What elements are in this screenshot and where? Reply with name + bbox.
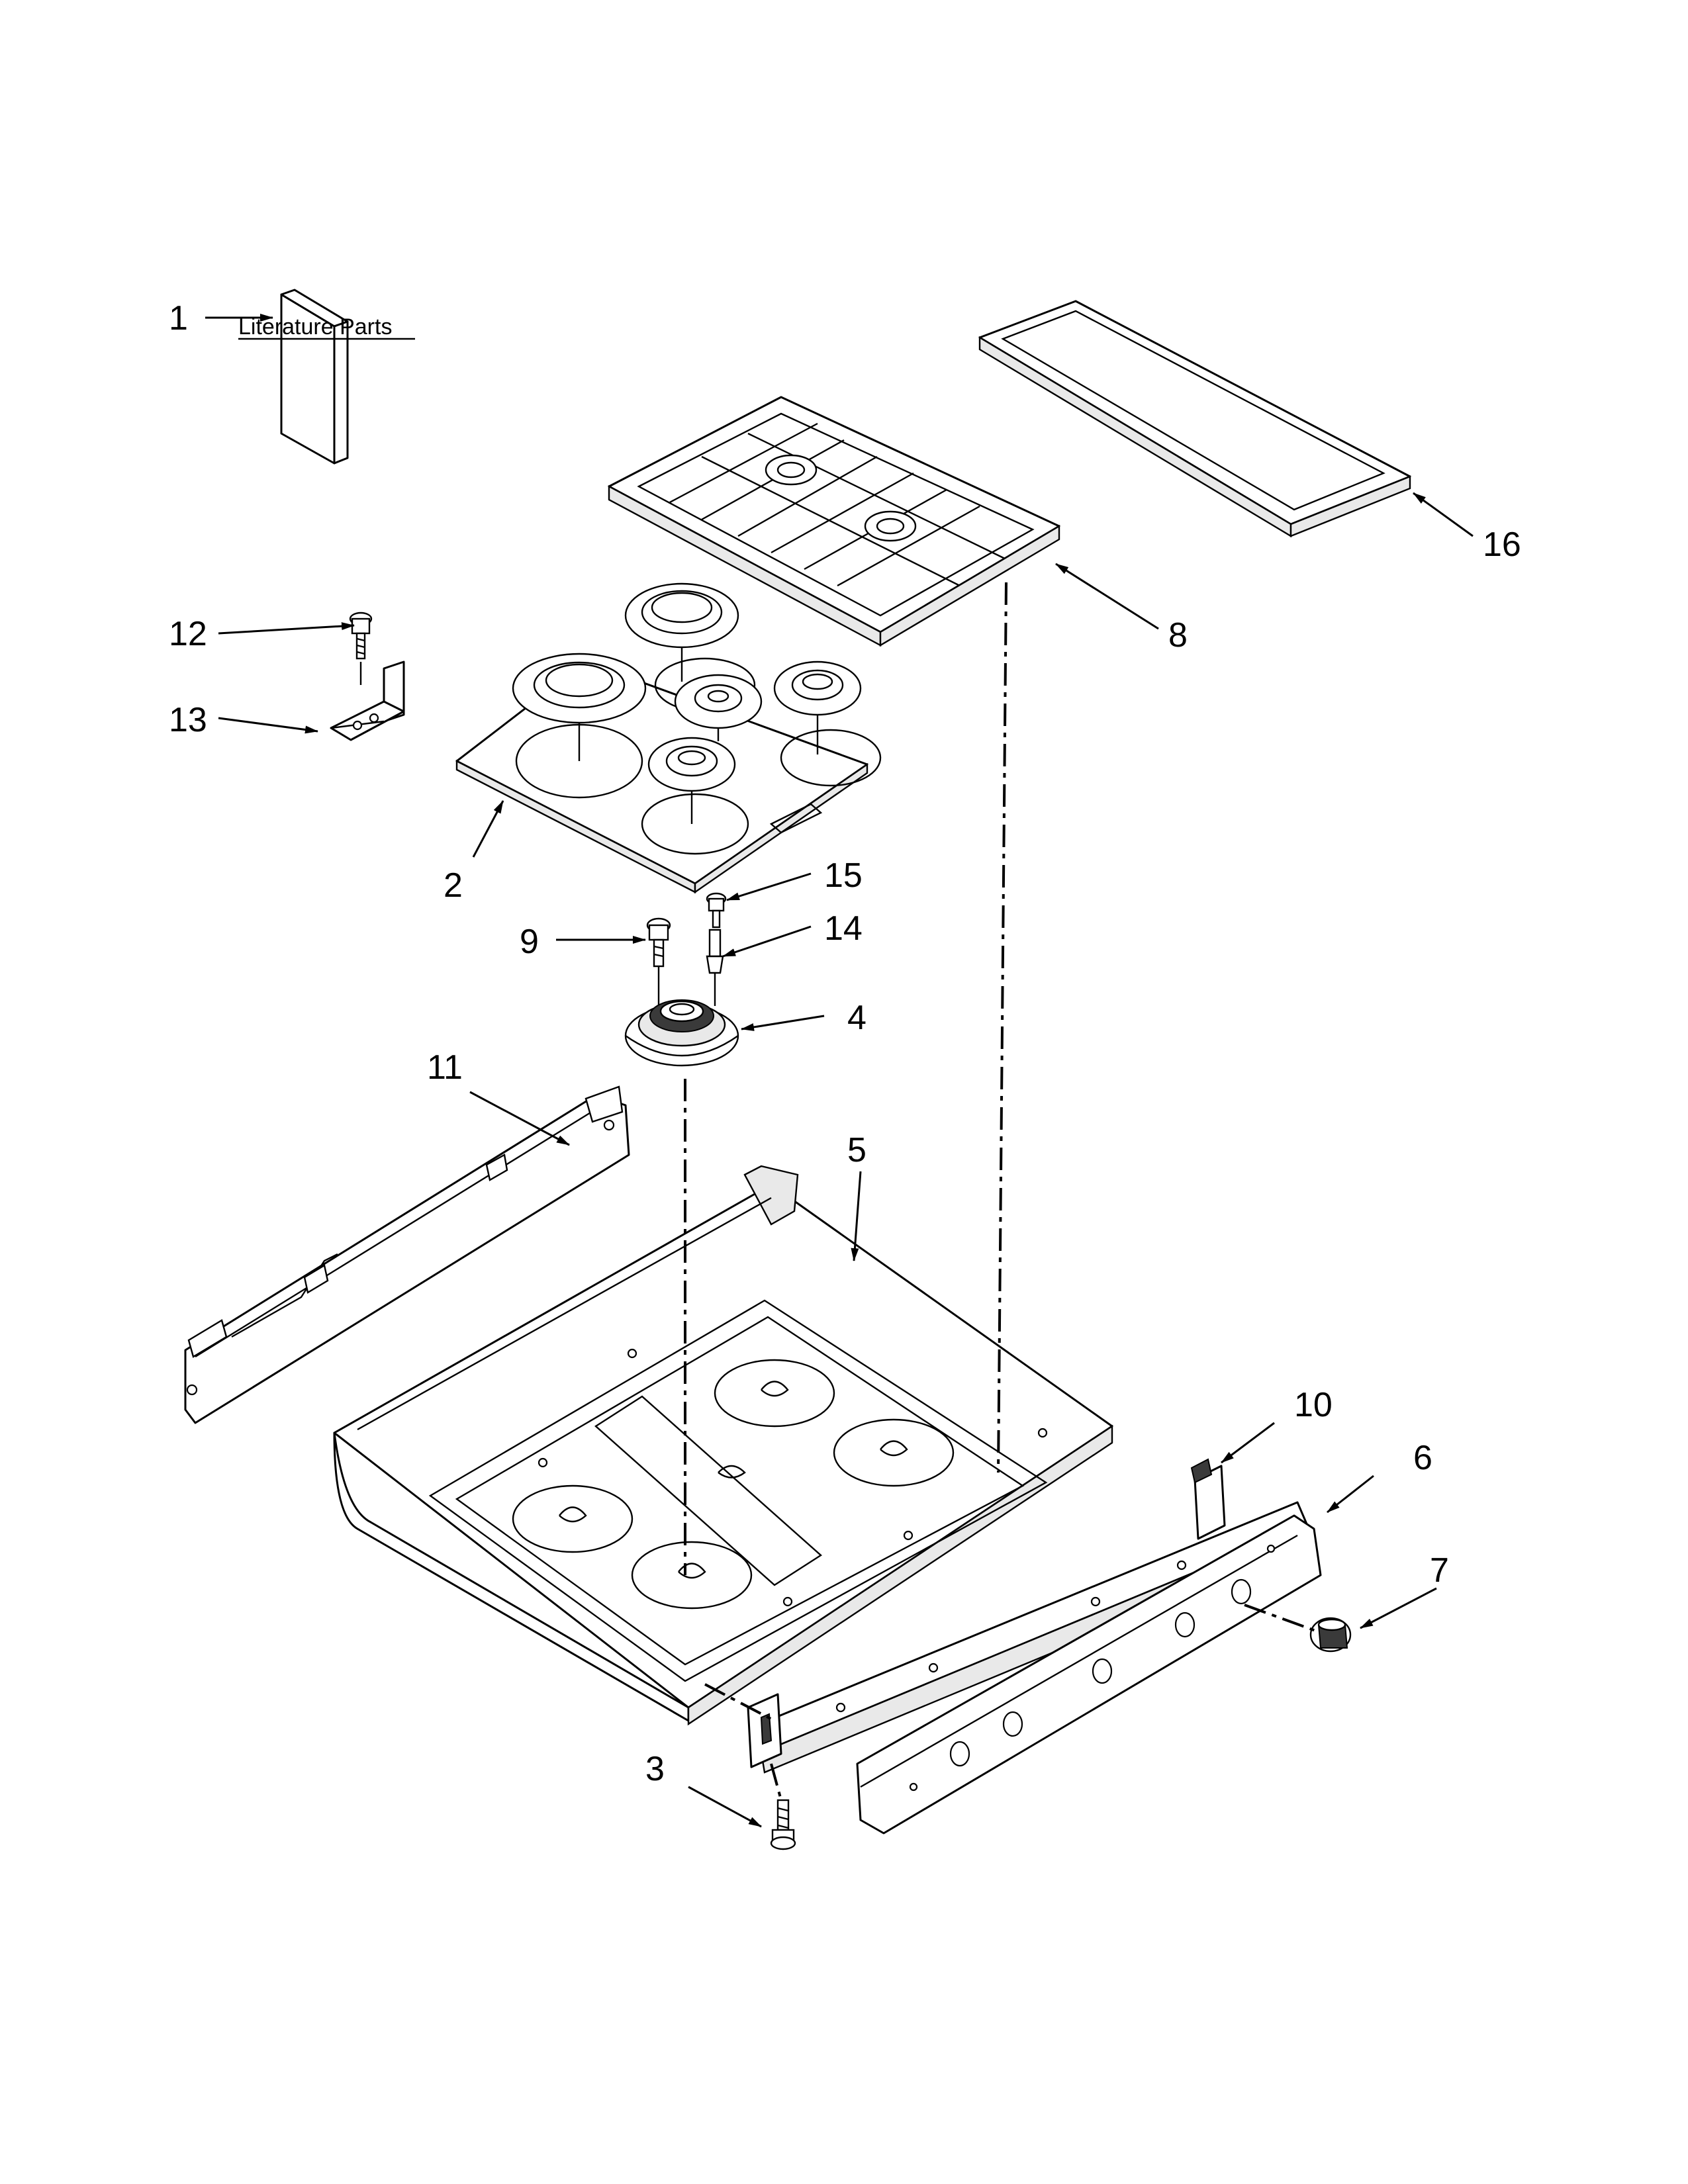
callout-1: 1 xyxy=(169,299,188,338)
part-10-clip xyxy=(1190,1458,1226,1540)
callout-8: 8 xyxy=(1168,616,1188,655)
callout-9: 9 xyxy=(520,923,539,961)
callout-13: 13 xyxy=(169,701,207,739)
part-1-literature-booklet xyxy=(280,289,349,465)
part-16-griddle xyxy=(978,300,1411,538)
part-5-main-top xyxy=(333,1165,1113,1726)
part-12-screw xyxy=(349,612,373,660)
callout-5: 5 xyxy=(847,1131,867,1169)
callout-15: 15 xyxy=(824,856,863,895)
part-4-burner-base xyxy=(624,999,739,1067)
burner-cap-center xyxy=(674,674,763,741)
burner-cap-large-rear xyxy=(624,582,739,682)
part-3-screw xyxy=(770,1799,796,1850)
callout-3: 3 xyxy=(645,1750,665,1788)
callout-11: 11 xyxy=(427,1048,463,1087)
literature-parts-label: Literature Parts xyxy=(238,314,415,340)
callout-12: 12 xyxy=(169,615,207,653)
callout-14: 14 xyxy=(824,909,863,948)
part-13-bracket xyxy=(330,660,405,741)
callout-7: 7 xyxy=(1430,1551,1449,1590)
leader-lines xyxy=(205,314,1474,1828)
callout-16: 16 xyxy=(1483,525,1521,564)
part-6-manifold-panel xyxy=(856,1514,1322,1835)
callout-6: 6 xyxy=(1413,1439,1432,1477)
callout-10: 10 xyxy=(1294,1386,1333,1424)
part-8-burner-grate xyxy=(608,396,1060,647)
callout-2: 2 xyxy=(444,866,463,905)
part-14-electrode xyxy=(706,929,724,1006)
assembly-lines xyxy=(684,582,1318,1801)
part-15-screw xyxy=(706,892,727,929)
part-11-rear-trim xyxy=(184,1085,630,1424)
callout-labels: 1 2 3 4 5 6 7 8 9 10 11 12 13 14 15 16 xyxy=(169,299,1521,1788)
burner-cap-front xyxy=(647,737,736,824)
callout-4: 4 xyxy=(847,999,867,1037)
burner-cap-large-left xyxy=(512,653,647,761)
burner-cap-right xyxy=(773,660,862,754)
part-7-knob xyxy=(1309,1617,1352,1653)
part-9-screw xyxy=(646,917,671,1006)
